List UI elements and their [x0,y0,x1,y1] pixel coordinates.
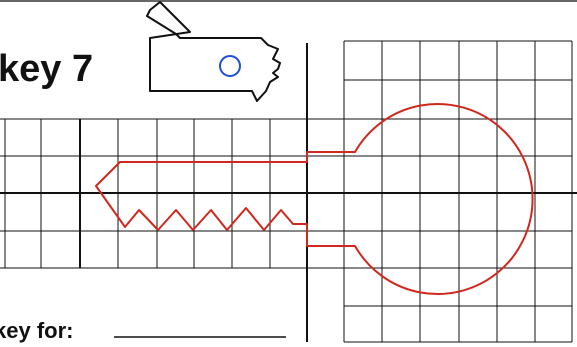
large-key-outline [95,103,534,295]
example-key-icon [146,1,281,102]
right-grid [307,40,573,343]
example-key-outline [146,1,281,102]
keyhole-circle-icon [219,55,241,77]
page-title: key 7 [0,48,93,90]
answer-label: key for: [0,318,73,343]
